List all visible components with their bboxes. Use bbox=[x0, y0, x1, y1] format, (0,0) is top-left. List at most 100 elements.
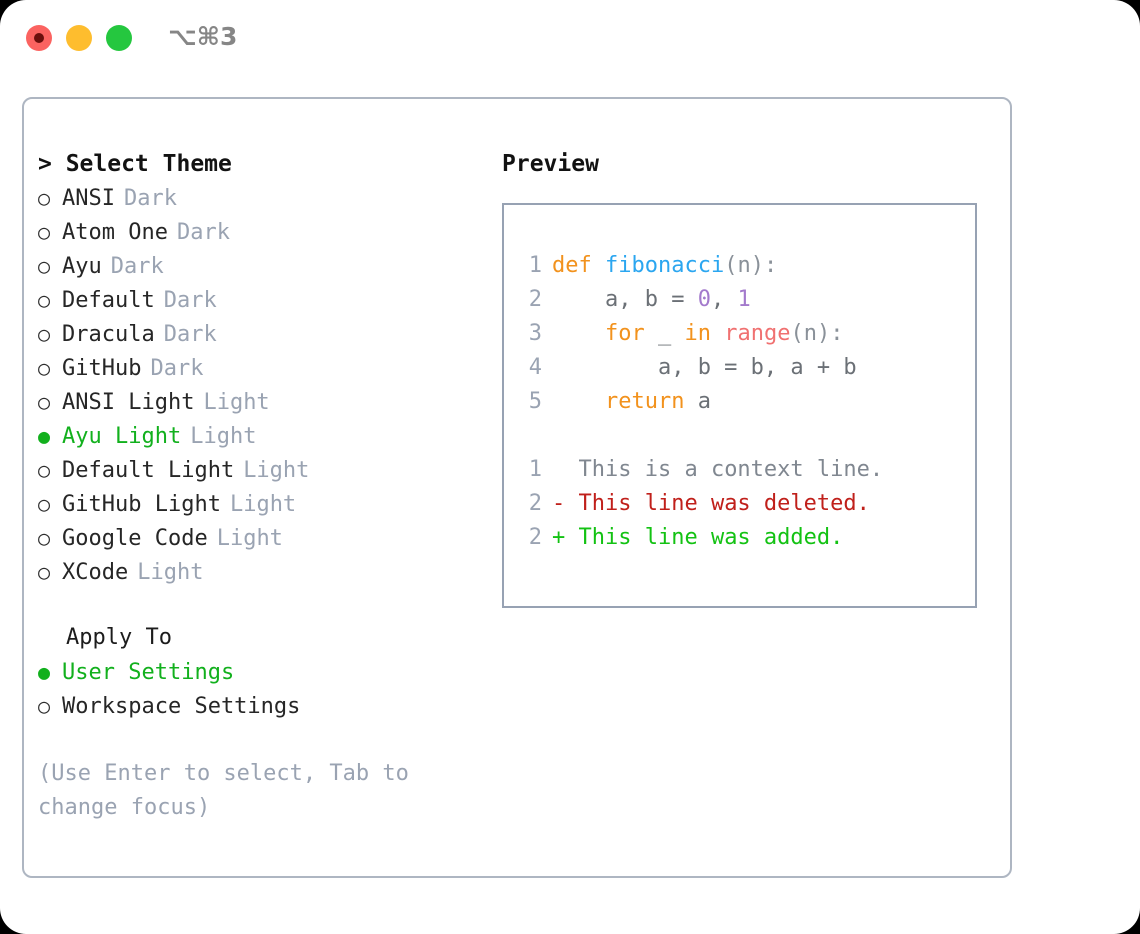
option-label: XCode bbox=[62, 560, 129, 585]
diff-marker: + bbox=[552, 525, 566, 550]
apply-to-header: Apply To bbox=[66, 625, 172, 650]
option-row[interactable]: ○ Dracula Dark bbox=[38, 317, 478, 351]
diff-marker bbox=[552, 453, 565, 487]
option-row[interactable]: ○ Google Code Light bbox=[38, 521, 478, 555]
code-diff-spacer bbox=[504, 419, 975, 453]
radio-unselected-icon: ○ bbox=[38, 526, 51, 550]
option-tag: Light bbox=[216, 526, 283, 551]
radio-unselected-icon: ○ bbox=[38, 220, 51, 244]
radio-unselected-icon: ○ bbox=[38, 390, 51, 414]
apply-to-option-list: ● User Settings ○ Workspace Settings bbox=[38, 655, 478, 723]
radio-unselected-icon: ○ bbox=[38, 694, 51, 718]
option-row[interactable]: ● User Settings bbox=[38, 655, 478, 689]
keyboard-hint: (Use Enter to select, Tab to change focu… bbox=[38, 761, 423, 820]
diff-line: 1 This is a context line. bbox=[504, 453, 975, 487]
code-text: for _ in range(n): bbox=[552, 317, 843, 351]
code-token: a bbox=[684, 389, 711, 414]
option-tag: Light bbox=[203, 390, 270, 415]
code-text: def fibonacci(n): bbox=[552, 249, 777, 283]
code-line: 4 a, b = b, a + b bbox=[504, 351, 975, 385]
line-number: 1 bbox=[528, 253, 542, 278]
option-row[interactable]: ○ GitHub Light Light bbox=[38, 487, 478, 521]
code-token: (n): bbox=[790, 321, 844, 346]
code-line: 1 def fibonacci(n): bbox=[504, 249, 975, 283]
option-tag: Dark bbox=[110, 254, 164, 279]
preview-header: Preview bbox=[502, 151, 599, 177]
radio-selected-icon: ● bbox=[38, 424, 51, 448]
code-token: a, b = b, a + b bbox=[552, 355, 857, 380]
line-number: 5 bbox=[528, 389, 542, 414]
option-label: Workspace Settings bbox=[62, 694, 301, 719]
option-tag: Light bbox=[137, 560, 204, 585]
window-controls bbox=[26, 25, 132, 51]
code-line: 5 return a bbox=[504, 385, 975, 419]
option-row[interactable]: ○ Workspace Settings bbox=[38, 689, 478, 723]
option-row[interactable]: ● Ayu Light Light bbox=[38, 419, 478, 453]
code-token: range bbox=[724, 321, 791, 346]
code-text: a, b = 0, 1 bbox=[552, 283, 751, 317]
option-tag: Light bbox=[229, 492, 297, 517]
radio-unselected-icon: ○ bbox=[38, 186, 51, 210]
diff-sample: 1 This is a context line.2- This line wa… bbox=[504, 453, 975, 555]
radio-unselected-icon: ○ bbox=[38, 322, 51, 346]
code-line: 3 for _ in range(n): bbox=[504, 317, 975, 351]
option-row[interactable]: ○ ANSI Light Light bbox=[38, 385, 478, 419]
radio-unselected-icon: ○ bbox=[38, 492, 51, 516]
code-token: _ bbox=[644, 321, 685, 346]
select-theme-header: > Select Theme bbox=[38, 151, 232, 177]
line-number: 1 bbox=[528, 457, 542, 482]
diff-text: This is a context line. bbox=[565, 457, 884, 482]
option-label: GitHub Light bbox=[62, 492, 221, 517]
code-text: a, b = b, a + b bbox=[552, 351, 857, 385]
diff-text: This line was deleted. bbox=[565, 491, 870, 516]
option-label: Ayu bbox=[62, 254, 102, 279]
code-token bbox=[552, 321, 605, 346]
code-token: (n): bbox=[724, 253, 778, 278]
code-line: 2 a, b = 0, 1 bbox=[504, 283, 975, 317]
option-label: GitHub bbox=[62, 356, 142, 381]
close-button[interactable] bbox=[26, 25, 52, 51]
minimize-button[interactable] bbox=[66, 25, 92, 51]
code-token: return bbox=[604, 389, 685, 414]
code-token: def bbox=[552, 253, 605, 278]
option-tag: Light bbox=[243, 458, 310, 483]
option-row[interactable]: ○ GitHub Dark bbox=[38, 351, 478, 385]
option-label: Default bbox=[62, 288, 155, 313]
line-number: 3 bbox=[528, 321, 542, 346]
option-label: Google Code bbox=[62, 526, 208, 551]
line-number: 2 bbox=[528, 525, 542, 550]
option-label: User Settings bbox=[62, 660, 235, 685]
title-bar: ⌥⌘3 bbox=[0, 0, 1140, 76]
radio-unselected-icon: ○ bbox=[38, 288, 51, 312]
option-tag: Light bbox=[190, 424, 257, 449]
code-token: for bbox=[604, 321, 645, 346]
code-token: in bbox=[684, 321, 711, 346]
shortcut-label: ⌥⌘3 bbox=[168, 22, 238, 51]
option-label: Atom One bbox=[62, 220, 168, 245]
diff-line: 2 + This line was added. bbox=[504, 521, 975, 555]
option-tag: Dark bbox=[123, 186, 177, 211]
radio-selected-icon: ● bbox=[38, 660, 51, 684]
diff-marker: - bbox=[552, 491, 566, 516]
option-label: Default Light bbox=[62, 458, 235, 483]
option-label: Dracula bbox=[62, 322, 155, 347]
diff-line: 2- This line was deleted. bbox=[504, 487, 975, 521]
option-tag: Dark bbox=[150, 356, 204, 381]
line-number: 2 bbox=[528, 287, 542, 312]
radio-unselected-icon: ○ bbox=[38, 356, 51, 380]
maximize-button[interactable] bbox=[106, 25, 132, 51]
option-label: Ayu Light bbox=[62, 424, 182, 449]
code-token: 0 bbox=[697, 287, 711, 312]
option-tag: Dark bbox=[163, 322, 217, 347]
option-label: ANSI Light bbox=[62, 390, 195, 415]
diff-text: This line was added. bbox=[565, 525, 844, 550]
